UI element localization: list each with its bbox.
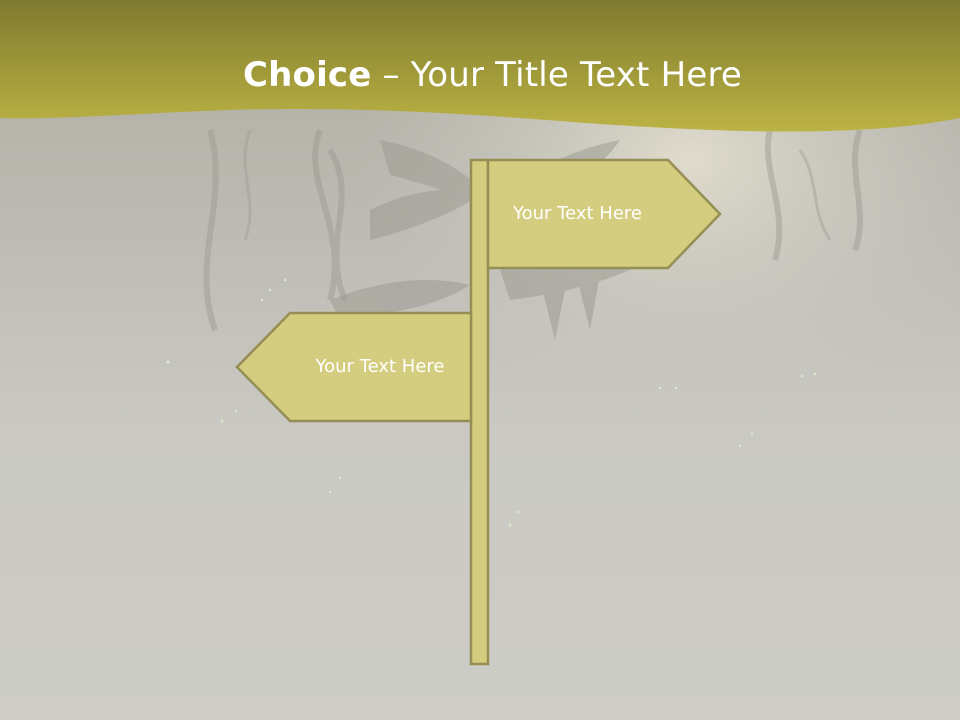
title-rest-text: – Your Title Text Here — [371, 55, 743, 95]
left-arrow-sign[interactable] — [235, 311, 473, 423]
title-bold-text: Choice — [242, 55, 372, 95]
right-sign-label[interactable]: Your Text Here — [513, 203, 642, 224]
signpost-pole — [469, 158, 490, 666]
vines — [203, 128, 863, 332]
page-title: Choice – Your Title Text Here — [0, 50, 960, 100]
right-arrow-sign[interactable] — [486, 158, 722, 270]
left-sign-label[interactable]: Your Text Here — [315, 356, 445, 377]
title-banner — [0, 0, 960, 132]
sparkles — [166, 278, 817, 527]
